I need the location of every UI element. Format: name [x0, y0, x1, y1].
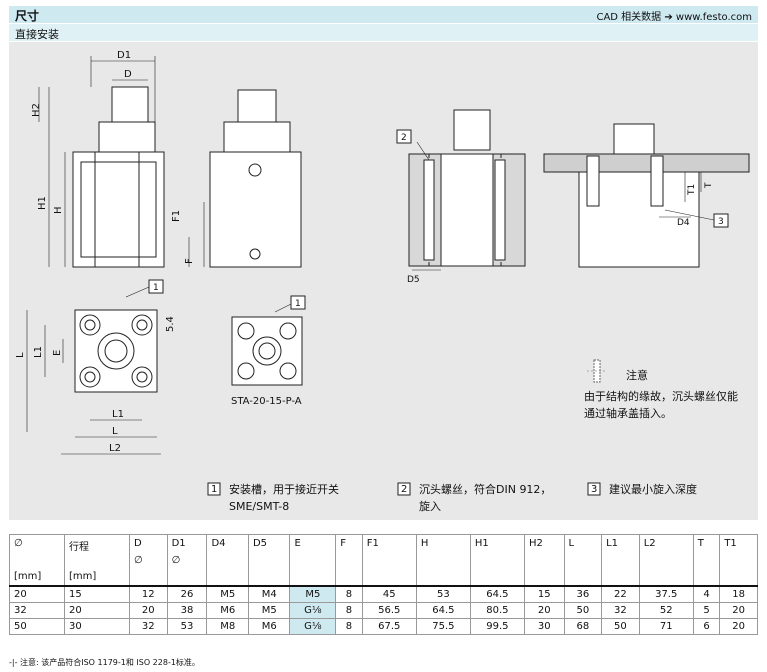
note-title: 注意: [626, 369, 648, 382]
header-l: L: [563, 534, 603, 587]
dim-label-d: D: [124, 69, 132, 80]
legend-box-2: [397, 482, 411, 496]
section-header: 尺寸 CAD 相关数据 ➔ www.festo.com: [9, 6, 758, 23]
legend-text-3-line-1: 建议最小旋入深度: [609, 483, 697, 496]
header-d: D∅: [129, 534, 168, 587]
note-line-1: 由于结构的缘故，沉头螺丝仅能: [584, 390, 738, 403]
dim-label-d5: D5: [407, 275, 420, 285]
callout-2: 2: [401, 133, 407, 143]
front-view: [38, 56, 165, 268]
dim-label-l2: L2: [109, 443, 121, 454]
header-d4: D4: [206, 534, 249, 587]
header-f1: F1: [361, 534, 417, 587]
dim-label-l1-vertical: L1: [33, 346, 44, 358]
top-view: [26, 279, 164, 455]
header-stroke: 行程[mm]: [64, 534, 130, 587]
dim-label-t: T: [704, 182, 714, 189]
callout-1-sta-view: 1: [295, 299, 301, 309]
header-h2: H2: [523, 534, 565, 587]
header-t1: T1: [719, 534, 758, 587]
sta-variant-view: [231, 295, 306, 386]
header-t: T: [692, 534, 721, 587]
dim-label-l-horizontal: L: [112, 426, 118, 437]
callout-3: 3: [718, 217, 724, 227]
section-view-through: [543, 123, 750, 268]
header-f: F: [335, 534, 363, 587]
dim-label-h1: H1: [37, 196, 48, 210]
header-h1: H1: [469, 534, 525, 587]
footnote: -|- 注意: 该产品符合ISO 1179-1和 ISO 228-1标准。: [9, 658, 200, 667]
dim-label-e: E: [52, 350, 63, 356]
callout-1-top-view: 1: [153, 283, 159, 293]
subsection-title: 直接安装: [15, 28, 59, 41]
dim-label-f1: F1: [171, 210, 182, 222]
legend-num-2: 2: [401, 484, 408, 495]
header-d1: D1∅: [166, 534, 208, 587]
dimensions-table: ∅[mm] 行程[mm] D∅ D1∅ D4 D5 E F F1 H H1 H2…: [9, 534, 758, 635]
technical-drawing: D1 D H2 H1 H F1 F: [15, 50, 750, 496]
note-icon: [587, 359, 607, 383]
note-line-2: 通过轴承盖插入。: [584, 407, 672, 420]
legend-text-2-line-2: 旋入: [419, 500, 441, 513]
variant-label: STA-20-15-P-A: [231, 396, 302, 407]
subsection-header: 直接安装: [9, 24, 758, 41]
section-title: 尺寸: [15, 9, 40, 23]
legend-num-1: 1: [211, 484, 218, 495]
legend-box-1: [207, 482, 221, 496]
cad-link[interactable]: CAD 相关数据 ➔ www.festo.com: [596, 12, 752, 23]
header-e: E: [289, 534, 337, 587]
legend-box-3: [587, 482, 601, 496]
dim-label-f: F: [184, 258, 195, 264]
section-view-screws: [396, 109, 526, 271]
dim-label-h2: H2: [31, 103, 42, 117]
dim-label-d4: D4: [677, 218, 690, 228]
dim-label-h: H: [53, 206, 64, 214]
technical-drawing-panel: D1 D H2 H1 H F1 F: [9, 42, 758, 520]
dim-label-5-4: 5.4: [165, 316, 176, 332]
dim-label-l1: L1: [112, 409, 124, 420]
side-view: [188, 89, 302, 268]
dim-label-l: L: [15, 352, 26, 358]
legend-text-2-line-1: 沉头螺丝，符合DIN 912，: [419, 483, 552, 496]
header-diameter: ∅[mm]: [9, 534, 65, 587]
header-d5: D5: [247, 534, 291, 587]
legend-num-3: 3: [591, 484, 598, 495]
dim-label-t1: T1: [687, 184, 697, 196]
header-h: H: [415, 534, 471, 587]
legend-text-1-line-1: 安装槽，用于接近开关: [229, 483, 339, 496]
legend-text-1-line-2: SME/SMT-8: [229, 500, 290, 513]
header-l2: L2: [638, 534, 694, 587]
table-header-row: ∅[mm] 行程[mm] D∅ D1∅ D4 D5 E F F1 H H1 H2…: [9, 534, 758, 587]
dim-label-d1: D1: [117, 50, 131, 61]
header-l1: L1: [601, 534, 640, 587]
